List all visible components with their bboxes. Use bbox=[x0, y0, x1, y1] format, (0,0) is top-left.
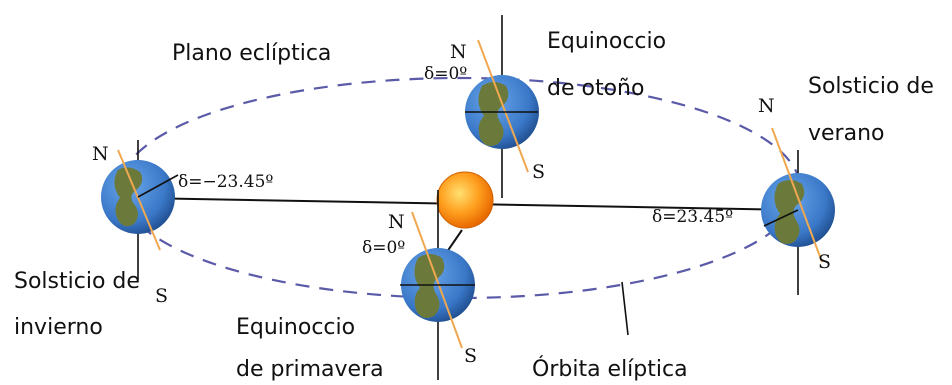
earth-winter-solstice: N S δ=−23.45º bbox=[92, 140, 273, 307]
earth-spring-equinox: N S δ=0º bbox=[362, 190, 477, 380]
orbit-pointer-line bbox=[621, 281, 629, 336]
orbita-eliptica-label: Órbita elíptica bbox=[532, 356, 688, 382]
winter-declination: δ=−23.45º bbox=[178, 172, 273, 192]
winter-tilt-axis bbox=[117, 149, 161, 251]
earth-autumn-equinox: N S δ=0º bbox=[424, 15, 545, 198]
solsticio-invierno-label-1: Solsticio de bbox=[14, 269, 140, 294]
winter-north-label: N bbox=[92, 143, 109, 165]
winter-ray-line bbox=[137, 174, 179, 198]
autumn-south-label: S bbox=[532, 161, 545, 183]
spring-tilt-axis bbox=[411, 211, 463, 349]
summer-tilt-axis bbox=[771, 127, 823, 263]
spring-south-label: S bbox=[464, 345, 477, 367]
spring-earth-land bbox=[414, 254, 445, 318]
winter-earth-land bbox=[114, 167, 143, 227]
plano-ecliptica-label: Plano eclíptica bbox=[172, 41, 331, 66]
solsticio-invierno-label-2: invierno bbox=[14, 315, 103, 340]
solsticio-verano-label-1: Solsticio de bbox=[808, 74, 934, 99]
equinoccio-otono-label-1: Equinoccio bbox=[547, 29, 666, 54]
spring-north-label: N bbox=[388, 211, 405, 233]
equinoccio-primavera-label-2: de primavera bbox=[236, 357, 384, 382]
autumn-tilt-axis bbox=[477, 39, 529, 173]
autumn-north-label: N bbox=[450, 41, 467, 63]
summer-ray-line bbox=[763, 209, 799, 227]
summer-north-label: N bbox=[758, 95, 775, 117]
earth-summer-solstice: N S δ=23.45º bbox=[652, 95, 835, 295]
summer-declination: δ=23.45º bbox=[652, 207, 733, 227]
summer-south-label: S bbox=[818, 251, 831, 273]
equinoccio-otono-label-2: de otoño bbox=[547, 76, 644, 101]
winter-south-label: S bbox=[155, 285, 168, 307]
equinoccio-primavera-label-1: Equinoccio bbox=[236, 315, 355, 340]
spring-declination: δ=0º bbox=[362, 238, 405, 258]
autumn-declination: δ=0º bbox=[424, 64, 467, 84]
solsticio-verano-label-2: verano bbox=[808, 121, 884, 146]
sun bbox=[436, 171, 494, 229]
